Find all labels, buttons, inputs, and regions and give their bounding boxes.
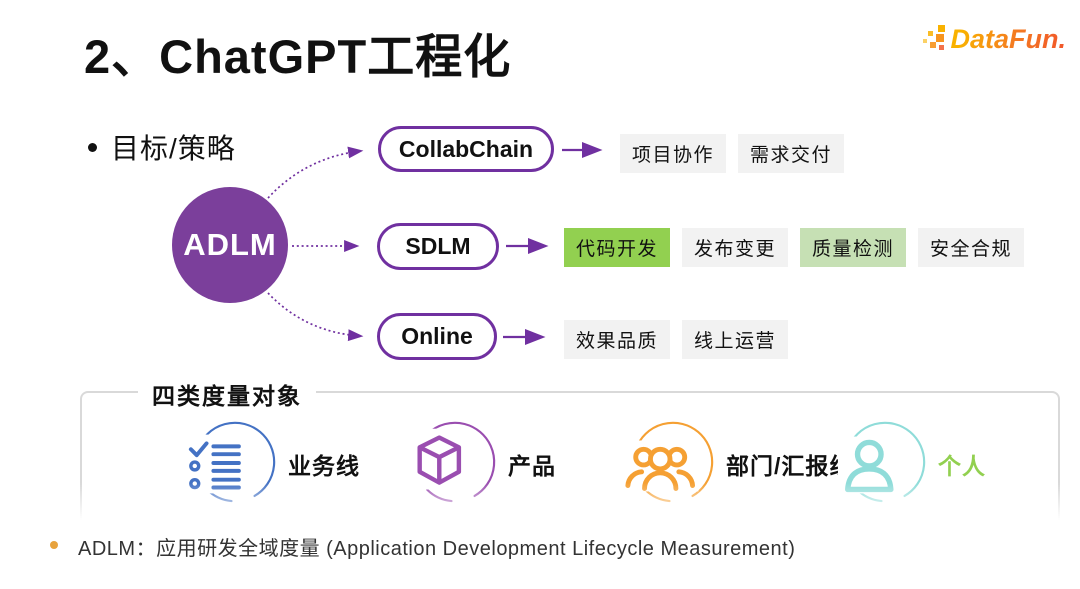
measurement-item-label: 业务线 xyxy=(288,453,360,479)
node-collabchain-label: CollabChain xyxy=(398,135,534,162)
logo-pixels-icon xyxy=(923,25,946,50)
root-node-adlm: ADLM xyxy=(172,187,288,303)
tag-online-operation: 线上运营 xyxy=(682,320,789,359)
measurement-item-label: 部门/汇报线 xyxy=(726,453,854,479)
online-tag-row: 效果品质 线上运营 xyxy=(564,320,789,359)
tag-effect-quality: 效果品质 xyxy=(564,320,671,359)
measurement-heading: 四类度量对象 xyxy=(138,377,316,411)
footnote: ADLM：应用研发全域度量 (Application Development L… xyxy=(50,532,795,561)
node-online: Online xyxy=(377,313,497,360)
bullet-dot xyxy=(88,142,97,152)
node-sdlm-label: SDLM xyxy=(405,233,471,259)
goal-bullet: 目标/策略 xyxy=(88,127,236,167)
node-collabchain: CollabChain xyxy=(378,126,554,172)
tag-release-change: 发布变更 xyxy=(682,228,789,267)
box-border-fade xyxy=(78,483,1062,529)
node-online-label: Online xyxy=(401,323,473,349)
measurement-box: 四类度量对象 业务线 xyxy=(78,377,1062,529)
tag-project-collaboration: 项目协作 xyxy=(620,134,727,173)
dotted-link-collabchain xyxy=(267,146,364,199)
datafun-logo: DataFun. xyxy=(920,22,1066,56)
measurement-item-label: 个人 xyxy=(938,453,986,479)
measurement-item-label: 产品 xyxy=(508,453,556,479)
root-node-label: ADLM xyxy=(183,227,277,262)
page-title: 2、ChatGPT工程化 xyxy=(84,30,512,83)
collabchain-tag-row: 项目协作 需求交付 xyxy=(620,134,845,173)
goal-label: 目标/策略 xyxy=(111,133,236,164)
tag-requirement-delivery: 需求交付 xyxy=(738,134,845,173)
tag-code-development: 代码开发 xyxy=(564,228,671,267)
tag-security-compliance: 安全合规 xyxy=(918,228,1025,267)
logo-text: DataFun. xyxy=(950,23,1066,54)
sdlm-tag-row: 代码开发 发布变更 质量检测 安全合规 xyxy=(564,228,1025,267)
dotted-link-online xyxy=(267,292,364,342)
tag-quality-inspection: 质量检测 xyxy=(800,228,907,267)
footnote-text: ADLM：应用研发全域度量 (Application Development L… xyxy=(78,538,796,560)
footnote-bullet-dot xyxy=(50,541,58,549)
node-sdlm: SDLM xyxy=(377,223,499,270)
cube-icon xyxy=(409,421,496,503)
measurement-item-product: 产品 xyxy=(404,415,556,513)
